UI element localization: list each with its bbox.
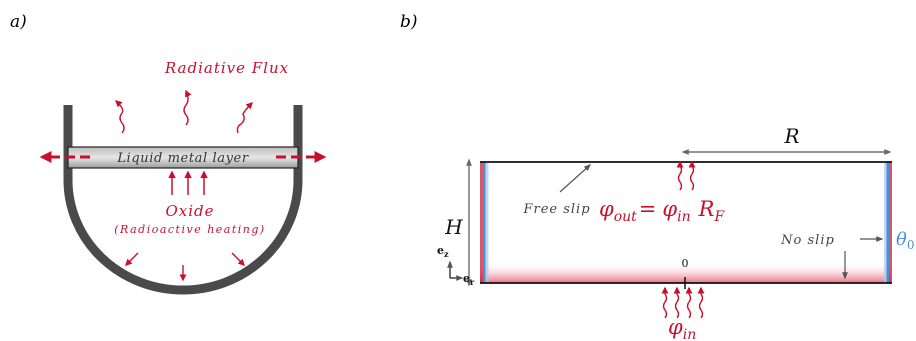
radiative-flux-label: Radiative Flux <box>164 59 289 77</box>
radiative-flux-arrows <box>114 89 253 134</box>
er-label: er <box>463 272 475 287</box>
free-slip-label: Free slip <box>522 202 590 217</box>
no-slip-label: No slip <box>780 233 835 248</box>
left-wall-stripes <box>480 162 489 283</box>
incoming-flux-arrows <box>661 286 705 319</box>
free-slip-pointer <box>559 164 592 193</box>
panel-a-label: a) <box>10 12 27 32</box>
unit-vectors <box>447 260 464 281</box>
incoming-flux-label: φin <box>668 315 696 341</box>
vessel-wall <box>63 105 303 295</box>
oxide-heating-arrows <box>168 170 208 195</box>
theta-label: θ0 <box>896 229 914 252</box>
wall-heat-arrows <box>125 252 245 282</box>
outgoing-flux-arrows <box>676 160 696 191</box>
ez-label: ez <box>437 244 449 259</box>
layer-label: Liquid metal layer <box>116 151 249 166</box>
origin-label: 0 <box>682 257 689 270</box>
radius-label: R <box>783 124 799 148</box>
oxide-label: Oxide <box>165 202 214 220</box>
panel-b-label: b) <box>400 12 418 32</box>
right-wall-stripes <box>884 162 892 283</box>
bottom-heating-gradient <box>480 262 891 283</box>
height-label: H <box>444 215 463 239</box>
oxide-sub-label: (Radioactive heating) <box>114 223 265 236</box>
